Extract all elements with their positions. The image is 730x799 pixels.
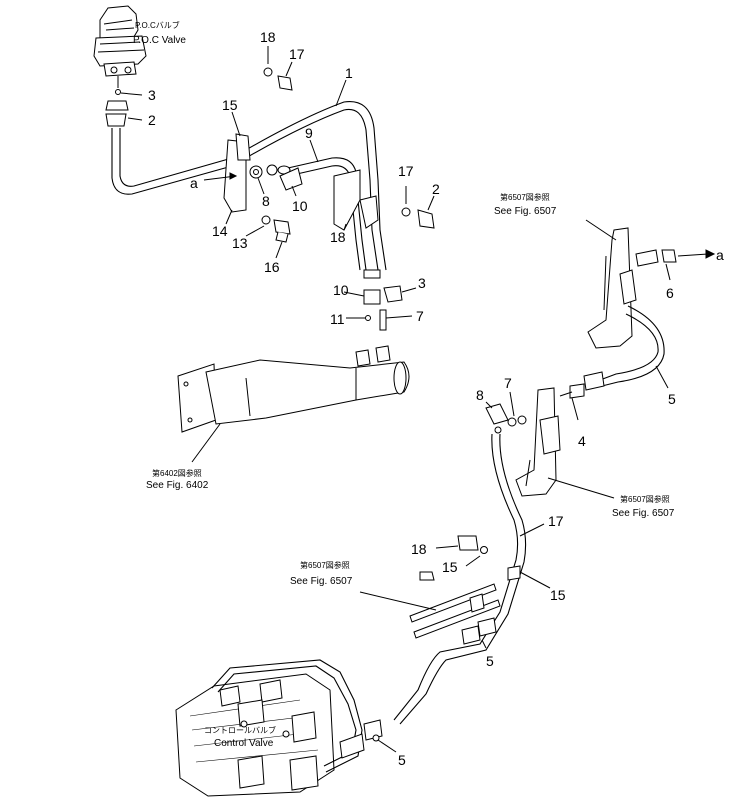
callout-17a: 17: [289, 46, 305, 62]
cylinder-body: 第6402図参照 See Fig. 6402: [146, 345, 410, 491]
fittings-middle: 10 3 11 7: [330, 269, 426, 331]
ref-fig6507-mid-en: See Fig. 6507: [612, 508, 675, 519]
callout-2b: 10: [333, 282, 349, 298]
callout-16: 18: [330, 229, 346, 245]
callout-2a: 2: [148, 112, 156, 128]
bolt-17c: 18 15: [411, 535, 488, 581]
control-valve: コントロールバルブ Control Valve: [175, 659, 365, 797]
callout-11: 7: [416, 308, 424, 324]
callout-1: 1: [345, 65, 353, 81]
poc-valve: P.O.Cバルブ P.O.C Valve: [93, 5, 186, 88]
rails: 第6507図参照 See Fig. 6507 5: [290, 560, 501, 669]
callout-8b: 7: [504, 375, 512, 391]
callout-5a: 8: [476, 387, 484, 403]
callout-6: 5: [668, 391, 676, 407]
callout-15b: 15: [550, 587, 566, 603]
control-valve-label-jp: コントロールバルブ: [204, 725, 276, 735]
callout-10b: 3: [418, 275, 426, 291]
ref-fig6402-jp: 第6402図参照: [152, 468, 202, 478]
callout-3b: 11: [330, 311, 345, 327]
callout-7b: 4: [578, 433, 586, 449]
callout-18c: 15: [442, 559, 458, 575]
fitting-7b: 4: [559, 371, 605, 449]
connector-a-right: a: [716, 247, 724, 263]
ref-fig6507-top-en: See Fig. 6507: [494, 206, 557, 217]
callout-9: 9: [305, 125, 313, 141]
callout-10a: 10: [292, 198, 308, 214]
fitting-5b: 5: [363, 719, 406, 768]
bolt-17a: 18 17: [260, 29, 305, 91]
callout-13: 16: [264, 259, 280, 275]
bracket-12: 15 14 a: [190, 97, 251, 239]
callout-18a: 18: [260, 29, 276, 45]
poc-valve-label-jp: P.O.Cバルブ: [135, 20, 180, 30]
callout-14: 13: [232, 235, 248, 251]
hose-1: 1: [111, 65, 387, 271]
hose-4: 17: [393, 433, 564, 725]
ref-fig6507-low-jp: 第6507図参照: [300, 560, 350, 570]
callout-15c: 5: [486, 653, 494, 669]
callout-15a: 15: [222, 97, 238, 113]
clamp-15b: 15: [507, 565, 566, 603]
hose-6: 5: [599, 305, 676, 407]
bolt-13: 13 16: [232, 215, 291, 275]
callout-17c: 18: [411, 541, 427, 557]
ref-fig6507-top-jp: 第6507図参照: [500, 192, 550, 202]
control-valve-label-en: Control Valve: [214, 738, 274, 749]
callout-17b: 2: [432, 181, 440, 197]
clamp-16: 18 17 2: [330, 163, 440, 245]
bracket-middle: 第6507図参照 See Fig. 6507: [515, 387, 675, 519]
callout-8a: 8: [262, 193, 270, 209]
callout-5b: 5: [398, 752, 406, 768]
callout-7a: 6: [666, 285, 674, 301]
callout-18b: 17: [398, 163, 414, 179]
callout-4: 17: [548, 513, 564, 529]
callout-12: 14: [212, 223, 228, 239]
right-bracket-upper: 第6507図参照 See Fig. 6507 a 6: [494, 192, 724, 349]
fittings-8-10: 8 10: [249, 164, 308, 214]
ref-fig6402-en: See Fig. 6402: [146, 480, 209, 491]
callout-3a: 3: [148, 87, 156, 103]
connector-a-left: a: [190, 175, 198, 191]
ref-fig6507-mid-jp: 第6507図参照: [620, 494, 670, 504]
ref-fig6507-low-en: See Fig. 6507: [290, 576, 353, 587]
poc-valve-label-en: P.O.C Valve: [133, 35, 186, 46]
poc-fittings: 3 2: [105, 87, 156, 128]
fittings-5-8: 8 7: [476, 375, 527, 434]
